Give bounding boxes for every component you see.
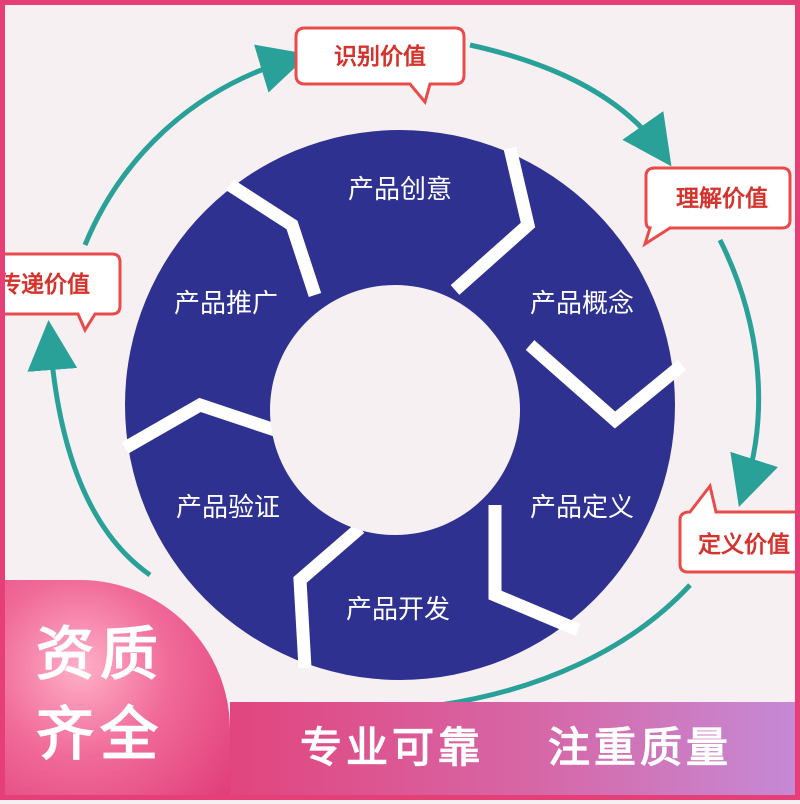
arrow-top-right [469,42,672,167]
divider-1 [226,179,322,298]
segment-label-development: 产品开发 [346,595,450,625]
callout-define: 定义价值 [678,482,800,574]
arrow-top-left [82,44,310,246]
callout-understand: 理解价值 [642,166,792,248]
callout-identify: 识别价值 [294,26,466,106]
process-wheel [121,130,687,680]
callout-deliver-text: 传递价值 [0,271,90,298]
slogan-banner [230,702,800,800]
segment-dividers [121,146,687,669]
callout-identify-text: 识别价值 [334,43,426,70]
callout-define-text: 定义价值 [698,531,790,558]
callout-understand-text: 理解价值 [676,185,768,212]
slogan-quality: 注重质量 [548,723,733,772]
badge-line-1: 资质 [36,620,165,688]
divider-6 [121,397,278,454]
arrow-right [717,238,778,508]
segment-label-promotion: 产品推广 [174,289,278,319]
segment-label-definition: 产品定义 [530,493,634,523]
segment-label-concept: 产品概念 [530,289,634,319]
segment-label-validation: 产品验证 [176,493,280,523]
wheel-ring [125,130,675,680]
divider-5 [293,523,365,669]
divider-2 [450,146,536,295]
segment-label-idea: 产品创意 [348,175,452,205]
slogan-reliable: 专业可靠 [300,723,485,772]
badge-line-2: 齐全 [36,700,165,768]
callout-deliver: 传递价值 [0,252,122,334]
divider-4 [488,505,581,636]
divider-3 [525,340,687,429]
cycle-arrows [27,42,778,708]
arrow-bottom-right [439,583,692,708]
segment-labels: 产品创意 产品概念 产品定义 产品开发 产品验证 产品推广 [174,175,634,625]
arrow-bottom-left [27,320,152,578]
